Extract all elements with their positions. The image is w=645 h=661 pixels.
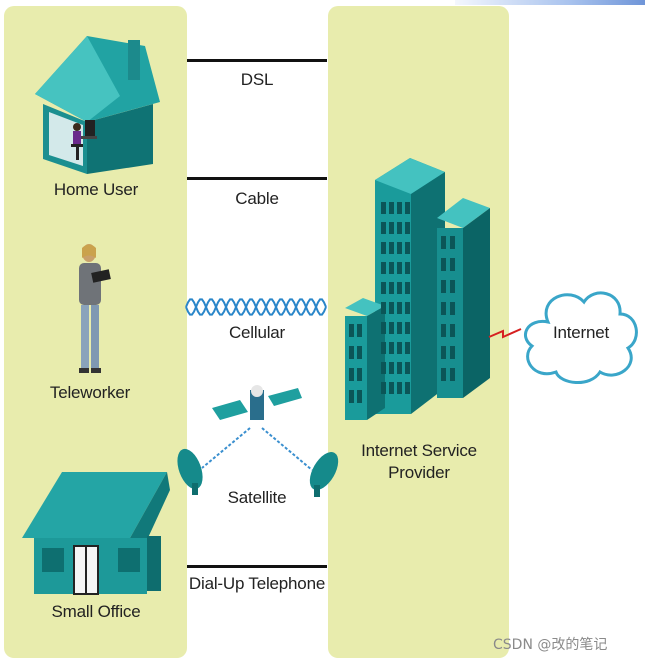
window: [381, 302, 386, 314]
window: [405, 362, 410, 374]
cellular-wave-icon: [185, 298, 327, 316]
satellite-label: Satellite: [227, 488, 287, 507]
window: [441, 368, 446, 381]
cloud-icon: [524, 291, 638, 384]
window: [389, 282, 394, 294]
window: [389, 342, 394, 354]
window: [357, 346, 362, 359]
isp-label-line1: Internet Service: [361, 441, 477, 460]
window: [441, 346, 446, 359]
window: [397, 282, 402, 294]
window: [349, 368, 354, 381]
window: [397, 202, 402, 214]
window: [450, 280, 455, 293]
window: [405, 342, 410, 354]
satellite-dish-icon: [309, 452, 339, 497]
top-accent-bar: [455, 0, 645, 5]
window: [381, 342, 386, 354]
window: [441, 236, 446, 249]
cable-label: Cable: [235, 189, 279, 208]
window: [450, 324, 455, 337]
window: [381, 222, 386, 234]
window: [397, 342, 402, 354]
watermark: CSDN @改的笔记: [493, 637, 608, 653]
window: [397, 302, 402, 314]
window: [381, 382, 386, 394]
home-user-label: Home User: [53, 180, 139, 199]
window: [357, 368, 362, 381]
window: [397, 322, 402, 334]
window: [450, 302, 455, 315]
window: [389, 222, 394, 234]
window: [349, 390, 354, 403]
window: [389, 202, 394, 214]
window: [450, 346, 455, 359]
window: [441, 302, 446, 315]
window: [405, 282, 410, 294]
window: [405, 242, 410, 254]
isp-tower-icon: [345, 158, 490, 420]
window: [450, 236, 455, 249]
window: [381, 282, 386, 294]
window: [357, 390, 362, 403]
window: [357, 324, 362, 337]
window: [389, 362, 394, 374]
cable-line: [187, 177, 327, 180]
window: [441, 258, 446, 271]
window: [389, 322, 394, 334]
window: [397, 382, 402, 394]
internet-label: Internet: [552, 323, 610, 342]
window: [397, 242, 402, 254]
window: [441, 324, 446, 337]
window: [349, 324, 354, 337]
teleworker-label: Teleworker: [49, 383, 131, 402]
window: [381, 322, 386, 334]
window: [389, 262, 394, 274]
window: [389, 302, 394, 314]
window: [405, 302, 410, 314]
dsl-label: DSL: [240, 70, 274, 89]
window: [397, 222, 402, 234]
window: [397, 362, 402, 374]
window: [381, 242, 386, 254]
satellite-signal-icon: [201, 427, 313, 471]
lightning-icon: [488, 328, 522, 339]
window: [405, 382, 410, 394]
window: [405, 322, 410, 334]
isp-label-line2: Provider: [388, 463, 450, 482]
window: [441, 280, 446, 293]
window: [381, 362, 386, 374]
window: [389, 382, 394, 394]
window: [450, 368, 455, 381]
dsl-line: [187, 59, 327, 62]
window: [405, 222, 410, 234]
office-building-icon: [22, 472, 170, 595]
window: [381, 262, 386, 274]
satellite-icon: [212, 385, 302, 420]
window: [450, 258, 455, 271]
window: [405, 262, 410, 274]
person-icon: [79, 244, 111, 373]
dialup-line: [187, 565, 327, 568]
window: [405, 202, 410, 214]
window: [381, 202, 386, 214]
house-icon: [35, 36, 160, 174]
window: [349, 346, 354, 359]
window: [397, 262, 402, 274]
dialup-label: Dial-Up Telephone: [188, 574, 326, 593]
window: [389, 242, 394, 254]
satellite-dish-icon: [177, 448, 203, 495]
cellular-label: Cellular: [228, 323, 286, 342]
small-office-label: Small Office: [51, 602, 141, 621]
